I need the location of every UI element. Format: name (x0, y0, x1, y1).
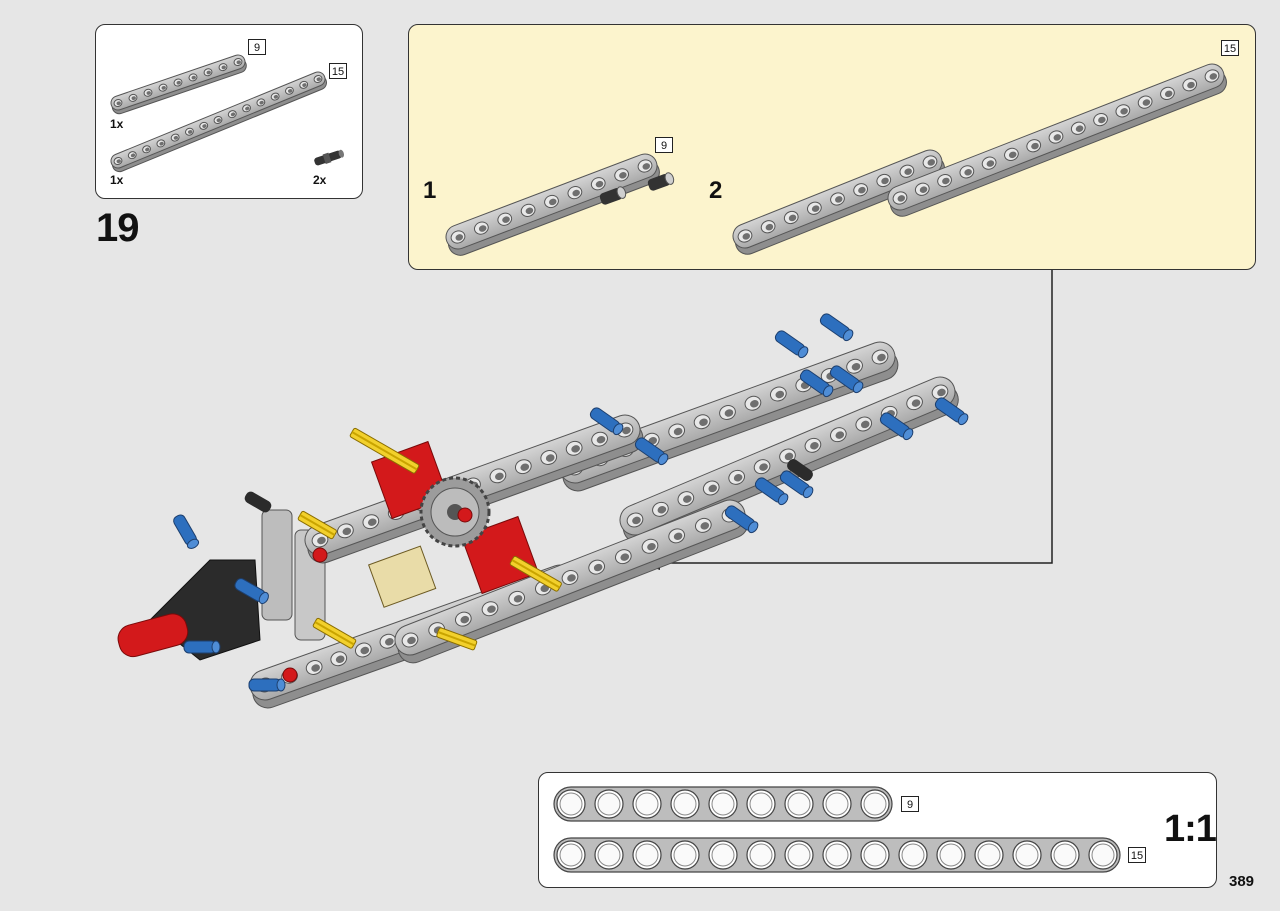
axle-yellow (509, 555, 562, 592)
blue-pin (799, 369, 834, 398)
black-pin (787, 459, 813, 481)
red-pin (457, 507, 473, 523)
blue-pin (724, 505, 759, 534)
substep-2-number: 2 (709, 177, 723, 204)
parts-beam-9 (110, 54, 247, 115)
substep-2-beam-9 (732, 149, 945, 255)
blue-pin (774, 330, 809, 359)
red-pin (282, 667, 298, 683)
red-connector (117, 613, 189, 658)
new-beam-15 (394, 499, 749, 664)
gray-upright-frame (261, 509, 293, 621)
black-pin (244, 491, 272, 513)
substep-2-length-label: 15 (1221, 40, 1239, 56)
blue-pin (819, 313, 854, 342)
differential-gear (368, 545, 437, 608)
substep-1-number: 1 (423, 177, 437, 204)
parts-beam9-length-label: 9 (248, 39, 266, 55)
parts-pin-icon (314, 149, 344, 166)
substep-1-beam-9 (445, 153, 660, 256)
parts-pin-quantity: 2x (313, 173, 327, 187)
page-number: 389 (1229, 873, 1255, 890)
parts-beam9-quantity: 1x (110, 117, 124, 131)
substep-2-beam-15 (887, 63, 1227, 217)
scale-beam-9 (553, 786, 893, 822)
axle-yellow (312, 617, 357, 649)
blue-pin (779, 470, 814, 499)
blue-pin (183, 640, 221, 654)
blue-pin (234, 578, 269, 605)
substep-1-pin-icon (647, 172, 675, 191)
substep-1-length-label: 9 (655, 137, 673, 153)
chassis-assembly-model (117, 313, 969, 709)
scale-label: 1:1 (1164, 808, 1217, 850)
blue-pin (879, 412, 914, 441)
red-pin (312, 547, 328, 563)
scale-beam-15 (553, 837, 1121, 873)
scale-beam9-length-label: 9 (901, 796, 919, 812)
blue-pin (248, 678, 286, 692)
blue-pin (829, 365, 864, 394)
blue-pin (754, 477, 789, 506)
scale-beam15-length-label: 15 (1128, 847, 1146, 863)
gear-icon (419, 476, 491, 548)
blue-pin (934, 397, 969, 426)
parts-beam-15 (110, 71, 327, 173)
parts-beam15-length-label: 15 (329, 63, 347, 79)
red-axle-connector (460, 515, 540, 595)
blue-pin (589, 407, 624, 436)
step-number: 19 (96, 206, 139, 250)
substep-callout-box (408, 24, 1256, 270)
axle-yellow (349, 427, 420, 474)
blue-pin (173, 514, 200, 549)
axle-yellow (436, 627, 478, 651)
axle-yellow (297, 510, 337, 540)
parts-beam15-quantity: 1x (110, 173, 124, 187)
blue-pin (634, 437, 669, 466)
substep-1-pin-icon (599, 186, 627, 205)
